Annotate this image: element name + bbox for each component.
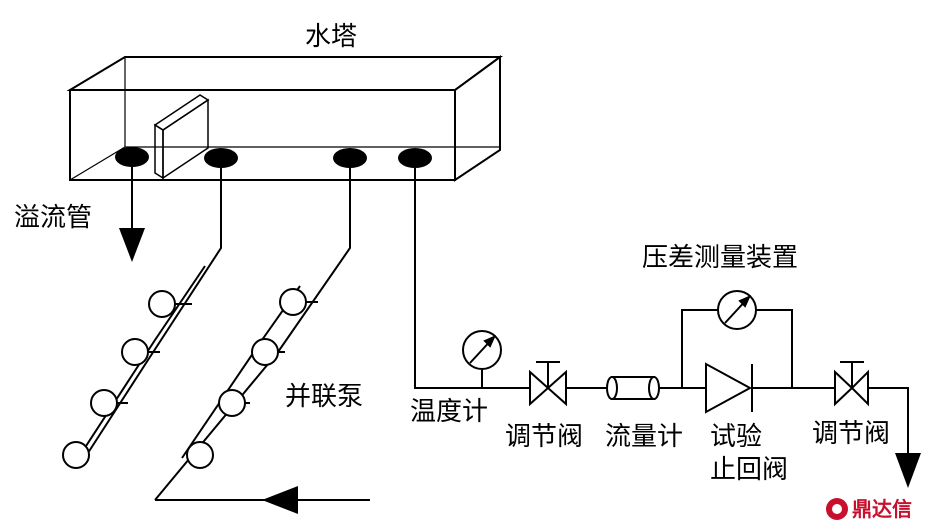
valve-left-label: 调节阀 [505,422,583,452]
watermark-logo: 鼎达信 [826,497,912,521]
pumps-label: 并联泵 [285,382,363,412]
check-valve-label-line1: 试验 [710,422,762,452]
valve-right-label: 调节阀 [812,419,890,449]
valve-right-icon [834,361,869,407]
thermometer-gauge-icon [462,330,502,388]
flowmeter-icon [606,376,660,400]
watermark-text: 鼎达信 [852,497,912,521]
overflow-arrow-icon [119,228,145,262]
flowmeter-label: 流量计 [605,422,683,452]
valve-left-icon [529,361,567,407]
tower-outlets [115,147,432,168]
check-valve-label-line2: 止回阀 [710,455,788,485]
pump-icons [62,288,318,469]
check-valve-icon [705,362,753,414]
overflow-pipe [119,167,145,262]
outlet-arrow-icon [895,453,921,488]
dp-loop [681,309,793,388]
overflow-label: 溢流管 [14,203,92,233]
tower-label: 水塔 [305,22,357,52]
test-line [414,168,909,455]
thermometer-label: 温度计 [410,397,488,427]
return-arrow-icon [262,486,298,514]
dp-device-label: 压差测量装置 [642,243,798,273]
water-tower [66,55,504,182]
dp-gauge-icon [717,290,757,330]
parallel-pumps [72,168,370,501]
